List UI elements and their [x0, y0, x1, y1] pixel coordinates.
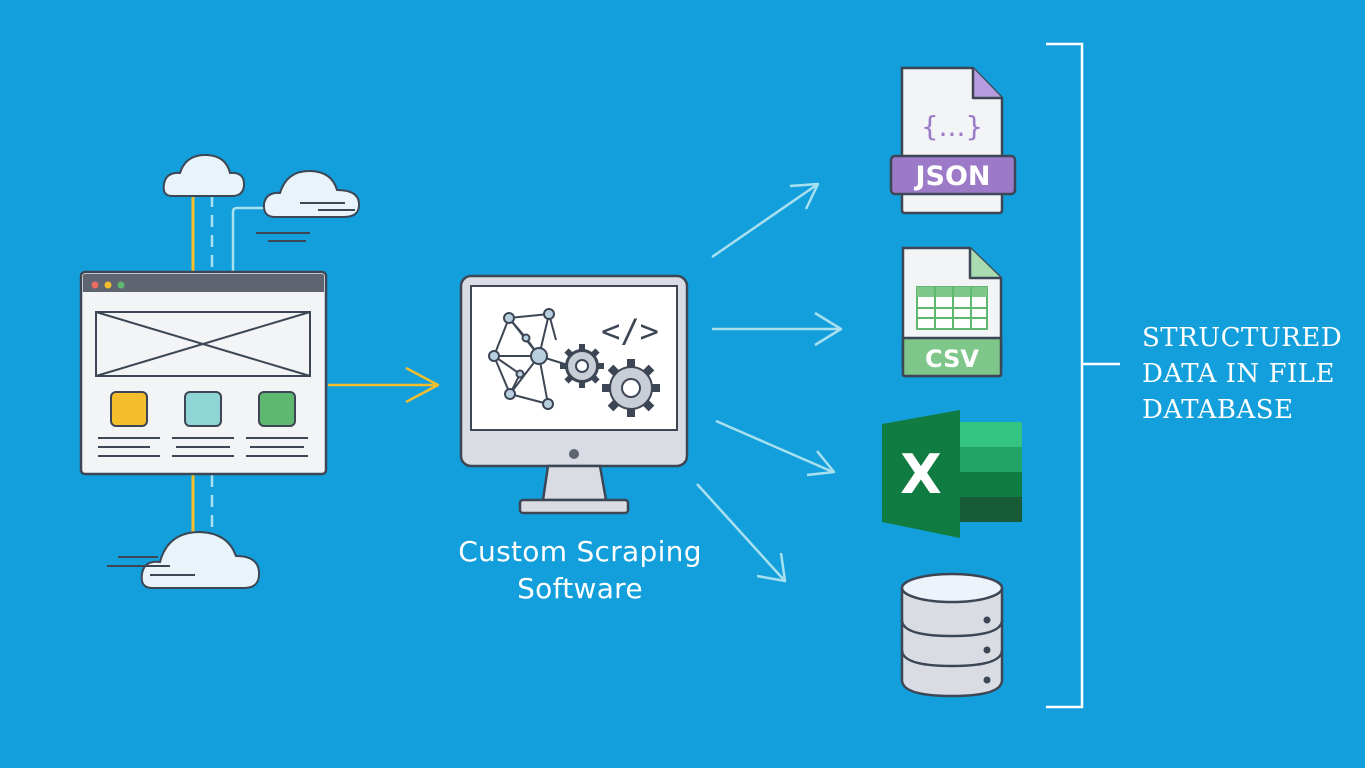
network-icon: [488, 308, 572, 410]
browser-window-icon: [79, 270, 328, 476]
output-bracket: [1046, 42, 1120, 709]
flow-arrows-to-outputs: [696, 182, 843, 583]
structured-label-line3: DATABASE: [1142, 395, 1294, 425]
gear-icon: [560, 344, 604, 388]
content-block-teal: [184, 391, 222, 427]
database-icon: [900, 572, 1004, 698]
csv-label: CSV: [925, 345, 979, 373]
structured-label-line1: STRUCTURED: [1142, 323, 1343, 353]
content-block-yellow: [110, 391, 148, 427]
cloud-icon: [107, 530, 261, 589]
code-icon: </>: [601, 312, 659, 350]
json-file-icon: {...} JSON: [889, 66, 1017, 215]
structured-label-line2: DATA IN FILE: [1142, 359, 1336, 389]
spreadsheet-grid: [916, 286, 988, 330]
gear-icon: [602, 359, 660, 417]
software-label: Custom Scraping Software: [420, 533, 740, 607]
json-label: JSON: [913, 161, 990, 192]
flow-arrow-to-software: [328, 366, 440, 404]
excel-icon: X: [882, 410, 1022, 538]
cloud-icon: [162, 153, 246, 197]
csv-file-icon: CSV: [901, 246, 1003, 378]
window-dot-yellow: [104, 281, 112, 289]
window-dot-red: [91, 281, 99, 289]
content-block-green: [258, 391, 296, 427]
code-glyph: </>: [601, 312, 659, 350]
software-label-line2: Software: [517, 572, 643, 605]
window-dot-green: [117, 281, 125, 289]
excel-letter: X: [900, 443, 942, 506]
software-label-line1: Custom Scraping: [458, 535, 702, 568]
json-braces: {...}: [921, 110, 983, 143]
structured-data-label: STRUCTURED DATA IN FILE DATABASE: [1142, 320, 1357, 428]
cloud-icon: [256, 169, 361, 242]
